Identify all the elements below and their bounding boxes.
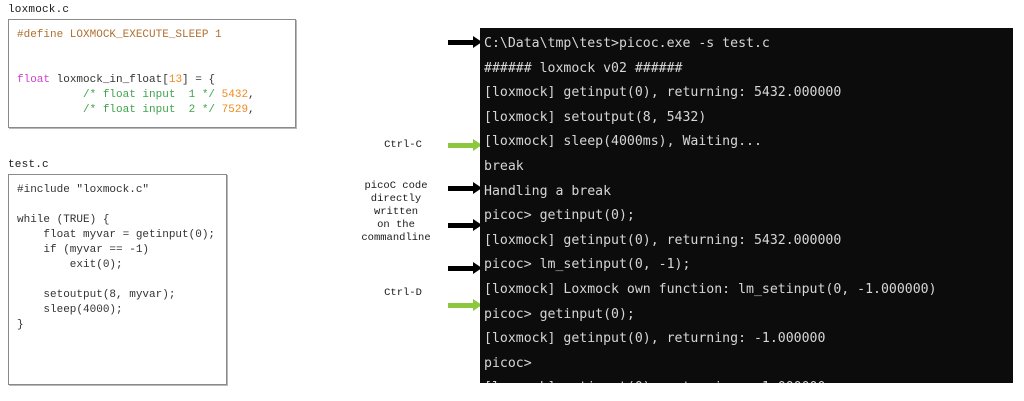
code-token: /* float input 1 */ — [17, 89, 222, 101]
code-token: loxmock_in_float[ — [50, 74, 169, 86]
arrow-to-command-line — [448, 36, 482, 48]
loxmock-file-caption: loxmock.c — [8, 4, 70, 16]
annotation-ctrl-d: Ctrl-D — [384, 287, 422, 299]
code-line — [17, 198, 220, 213]
code-line — [17, 273, 220, 288]
code-line: #include "loxmock.c" — [17, 184, 150, 196]
code-token: , — [248, 89, 255, 101]
terminal-line: picoc> getinput(0); — [484, 208, 635, 224]
terminal-line: picoc> lm_setinput(0, -1); — [484, 257, 691, 273]
terminal-line: picoc> getinput(0); — [484, 306, 635, 322]
terminal-line: [loxmock] setoutput(8, 5432) — [484, 109, 707, 125]
terminal-line: ###### loxmock v02 ###### — [484, 60, 683, 76]
test-file-caption: test.c — [8, 159, 49, 171]
code-line: } — [17, 319, 24, 331]
arrow-ctrl-d — [448, 299, 482, 311]
arrow-ctrl-c — [448, 139, 482, 151]
code-line: float myvar = getinput(0); — [17, 229, 216, 241]
code-line: sleep(4000); — [17, 304, 123, 316]
code-line — [17, 58, 289, 73]
code-token: #define LOXMOCK_EXECUTE_SLEEP 1 — [17, 29, 222, 41]
loxmock-code-box: #define LOXMOCK_EXECUTE_SLEEP 1 float lo… — [8, 19, 296, 128]
code-token: , — [248, 104, 255, 116]
terminal-line: break — [484, 158, 524, 174]
terminal-line: picoc> — [484, 355, 532, 371]
test-code-content: #include "loxmock.c" while (TRUE) { floa… — [9, 175, 226, 333]
code-token: /* float input 2 */ — [17, 104, 222, 116]
code-line: #define LOXMOCK_EXECUTE_SLEEP 1 — [17, 28, 289, 43]
terminal-line: [loxmock] getinput(0), returning: 5432.0… — [484, 85, 842, 101]
code-token: float — [17, 74, 51, 86]
terminal-line: [loxmock] getinput(0), returning: -1.000… — [484, 331, 826, 347]
terminal-line: C:\Data\tmp\test>picoc.exe -s test.c — [484, 36, 770, 51]
terminal-line: [loxmock] sleep(4000ms), Waiting... — [484, 134, 762, 150]
arrow-picoc-prompt-2 — [448, 219, 482, 231]
terminal-line: [loxmock] getinput(0), returning: -1.000… — [484, 376, 1013, 383]
code-token: 5432 — [221, 89, 249, 101]
arrow-picoc-prompt-3 — [448, 262, 482, 274]
test-code-box: #include "loxmock.c" while (TRUE) { floa… — [8, 174, 227, 385]
annotation-picoc-note: picoC code directly written on the comma… — [361, 180, 431, 244]
code-line: if (myvar == -1) — [17, 244, 150, 256]
code-token: 13 — [168, 74, 183, 86]
terminal-line: [loxmock] getinput(0), returning: 5432.0… — [484, 232, 842, 248]
annotation-ctrl-c: Ctrl-C — [384, 139, 422, 151]
loxmock-code-content: #define LOXMOCK_EXECUTE_SLEEP 1 float lo… — [9, 20, 295, 118]
terminal-line: [loxmock] Loxmock own function: lm_setin… — [484, 281, 937, 297]
code-line: exit(0); — [17, 259, 123, 271]
code-token: 7529 — [221, 104, 249, 116]
terminal-window[interactable]: C:\Data\tmp\test>picoc.exe -s test.c ####… — [480, 28, 1013, 383]
code-line: setoutput(8, myvar); — [17, 289, 176, 301]
code-line: /* float input 1 */ 5432, — [17, 88, 289, 103]
code-line: float loxmock_in_float[13] = { — [17, 73, 289, 88]
terminal-line: Handling a break — [484, 183, 612, 199]
code-token: ] = { — [182, 74, 216, 86]
terminal-output: C:\Data\tmp\test>picoc.exe -s test.c ####… — [480, 28, 1013, 383]
code-line: /* float input 2 */ 7529, — [17, 103, 289, 118]
code-line: while (TRUE) { — [17, 214, 110, 226]
arrow-picoc-prompt-1 — [448, 182, 482, 194]
code-line — [17, 43, 289, 58]
